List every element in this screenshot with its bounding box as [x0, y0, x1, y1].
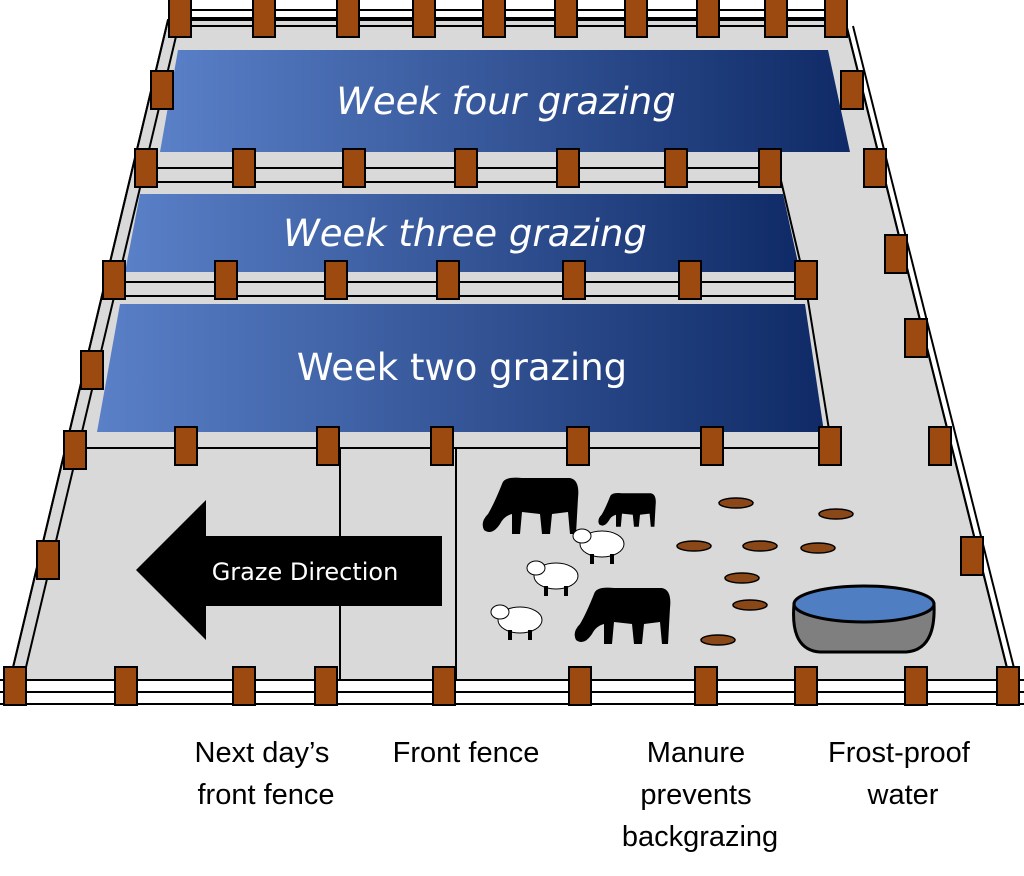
- sheep-icon: [572, 528, 625, 564]
- sheep: [490, 528, 625, 640]
- fence-post: [764, 0, 788, 38]
- fence-post: [960, 536, 984, 576]
- cow-icon: [574, 587, 671, 644]
- fence-post: [436, 260, 460, 300]
- manure-pile: [718, 497, 754, 509]
- fence-post: [454, 148, 478, 188]
- manure-pile: [724, 572, 760, 584]
- fence-post: [232, 666, 256, 706]
- fence-post: [696, 0, 720, 38]
- fence-post: [342, 148, 366, 188]
- fence-post: [562, 260, 586, 300]
- sheep-icon: [490, 604, 543, 640]
- fence-post: [664, 148, 688, 188]
- cow-icon: [482, 477, 579, 534]
- left-arrow-icon: [136, 500, 442, 640]
- strip-week-four: [160, 50, 850, 152]
- label-front-fence: Front fence: [393, 737, 540, 769]
- fence-post: [63, 430, 87, 470]
- manure-piles: [676, 497, 854, 646]
- manure-pile: [700, 634, 736, 646]
- label-frost-proof-water: Frost-proof water: [828, 737, 978, 811]
- manure-pile: [676, 540, 712, 552]
- fence-post: [928, 426, 952, 466]
- fence-post: [114, 666, 138, 706]
- fence-post: [904, 666, 928, 706]
- fence-post: [568, 666, 592, 706]
- manure-pile: [732, 599, 768, 611]
- sheep-icon: [526, 560, 579, 596]
- fence-post: [694, 666, 718, 706]
- fence-post: [840, 70, 864, 110]
- front-fence-rails: [0, 679, 1024, 705]
- fence-post: [174, 426, 198, 466]
- fence-post: [678, 260, 702, 300]
- fence-post: [102, 260, 126, 300]
- fence-post: [150, 70, 174, 110]
- fence-post: [324, 260, 348, 300]
- fence-post: [482, 0, 506, 38]
- fence-post: [36, 540, 60, 580]
- fence-post: [700, 426, 724, 466]
- fence-post: [624, 0, 648, 38]
- strip-week-four-label: Week four grazing: [336, 80, 675, 123]
- fence-post: [232, 148, 256, 188]
- fence-posts: [3, 0, 1020, 706]
- fence-post: [863, 148, 887, 188]
- fence-post: [430, 426, 454, 466]
- label-manure-prevents-backgrazing: Manure prevents backgrazing: [622, 737, 778, 853]
- graze-direction-arrow: Graze Direction: [136, 500, 442, 640]
- water-surface: [792, 584, 936, 624]
- fence-post: [314, 666, 338, 706]
- fence-post: [996, 666, 1020, 706]
- fence-post: [168, 0, 192, 38]
- cow-icon: [598, 492, 656, 527]
- graze-direction-label: Graze Direction: [212, 558, 399, 586]
- fence-post: [80, 350, 104, 390]
- manure-pile: [742, 540, 778, 552]
- manure-pile: [800, 542, 836, 554]
- fence-post: [3, 666, 27, 706]
- cattle: [482, 477, 671, 644]
- strip-week-three-label: Week three grazing: [283, 212, 647, 255]
- fence-post: [554, 0, 578, 38]
- fence-post: [758, 148, 782, 188]
- strip-week-two-label: Week two grazing: [297, 346, 627, 389]
- bottom-labels: Next day’s front fence Front fence Manur…: [195, 737, 978, 853]
- fence-post: [884, 234, 908, 274]
- fence-post: [214, 260, 238, 300]
- fence-post: [134, 148, 158, 188]
- fence-post: [336, 0, 360, 38]
- fence-post: [794, 260, 818, 300]
- fence-post: [904, 318, 928, 358]
- fence-post: [818, 426, 842, 466]
- strip-week-two: [97, 304, 824, 432]
- fence-post: [556, 148, 580, 188]
- label-next-day-front-fence: Next day’s front fence: [195, 737, 338, 811]
- water-tank: [792, 584, 936, 654]
- fence-post: [794, 666, 818, 706]
- strip-week-three: [125, 194, 800, 272]
- fence-post: [566, 426, 590, 466]
- manure-pile: [818, 508, 854, 520]
- fence-post: [316, 426, 340, 466]
- fence-post: [252, 0, 276, 38]
- fence-post: [412, 0, 436, 38]
- fence-post: [824, 0, 848, 38]
- fence-post: [432, 666, 456, 706]
